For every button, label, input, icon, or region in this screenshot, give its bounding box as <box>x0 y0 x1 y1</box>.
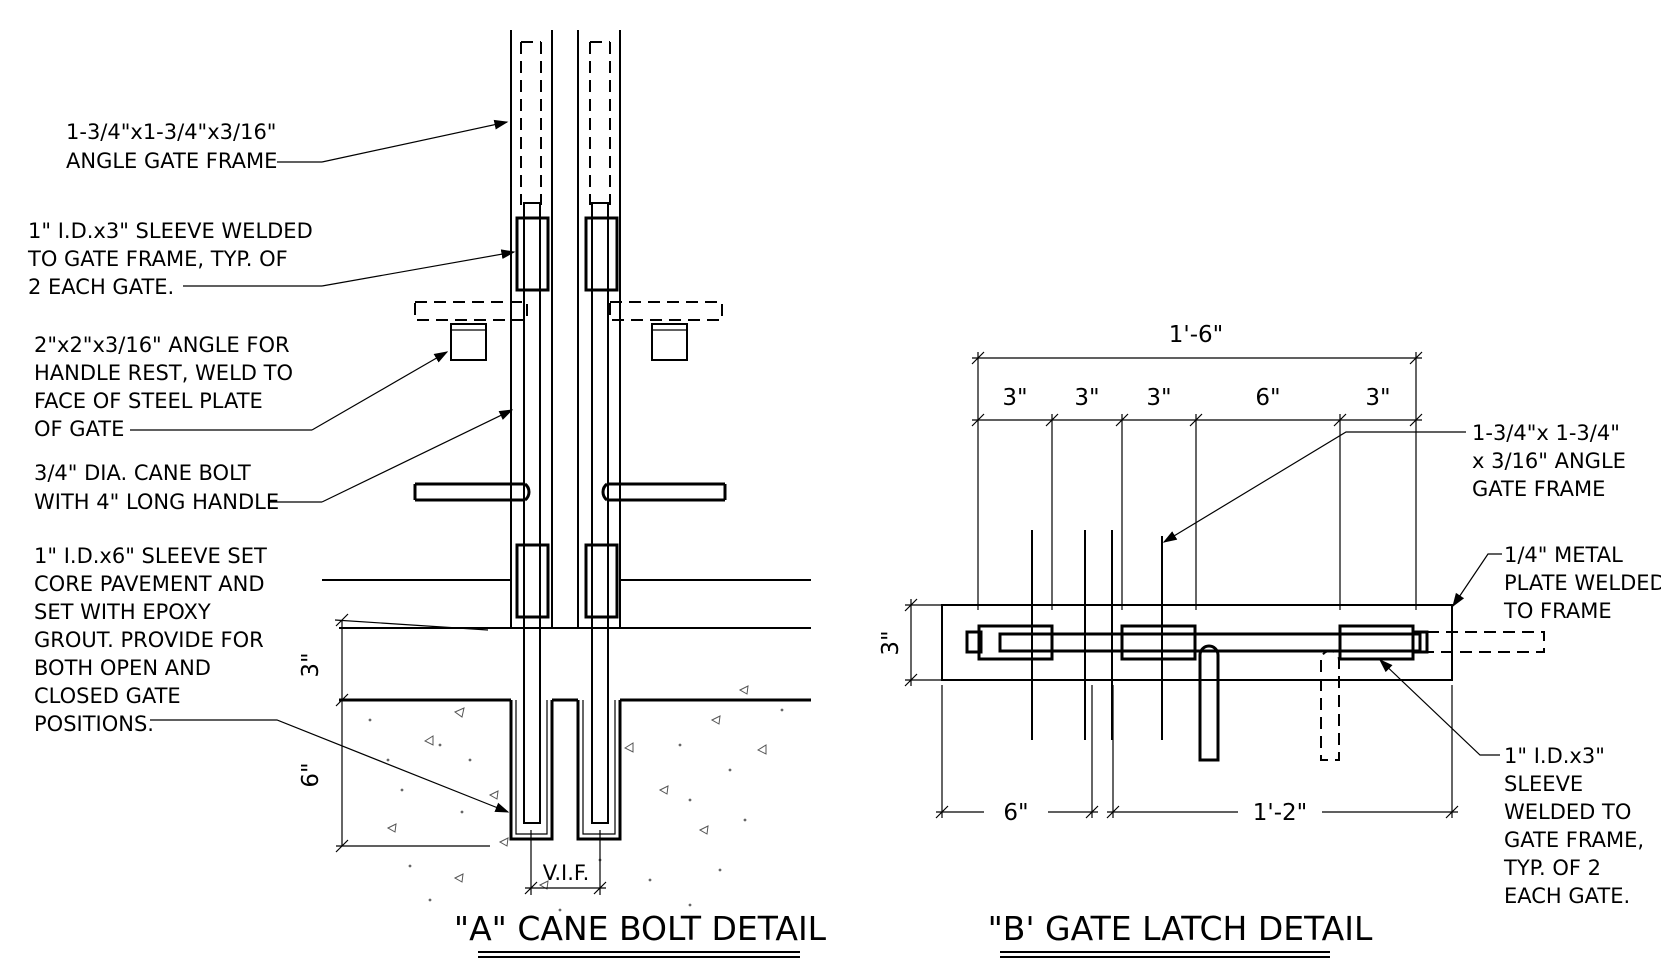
note-b-sleeve-line5: TYP. OF 2 <box>1503 856 1601 880</box>
note-b-plate-line1: 1/4" METAL <box>1504 543 1623 567</box>
dim-overall-label: 1'-6" <box>1169 322 1223 348</box>
note-b-sleeve-line2: SLEEVE <box>1504 772 1583 796</box>
note-b-sleeve-line4: GATE FRAME, <box>1504 828 1644 852</box>
concrete-hatch <box>368 685 784 912</box>
latch-bolt-rod <box>998 632 1422 653</box>
latch-tip <box>1411 630 1429 654</box>
core-hole-right <box>576 700 622 841</box>
detail-b-gate-latch: 1'-6" 3" 3" 3" 6" 3" <box>878 322 1661 958</box>
note-core-sleeve-line2: CORE PAVEMENT AND <box>34 572 265 596</box>
detail-b-title: "B' GATE LATCH DETAIL <box>988 909 1373 948</box>
handle-right <box>601 482 727 502</box>
dim-bottom: 6" 1'-2" <box>935 685 1459 826</box>
dim-height-label: 3" <box>878 630 904 655</box>
note-core-sleeve-line3: SET WITH EPOXY <box>34 600 211 624</box>
note-b-sleeve-line3: WELDED TO <box>1504 800 1631 824</box>
vif-label: V.I.F. <box>543 861 590 885</box>
note-handle-rest-line1: 2"x2"x3/16" ANGLE FOR <box>34 333 290 357</box>
note-core-sleeve-line7: POSITIONS. <box>34 712 154 736</box>
metal-plate <box>941 604 1453 681</box>
note-sleeve-line1: 1" I.D.x3" SLEEVE WELDED <box>28 219 313 243</box>
dim-seg-1: 3" <box>1002 385 1027 411</box>
dim-6-inch-label: 6" <box>298 762 324 787</box>
note-core-sleeve-line6: CLOSED GATE <box>34 684 181 708</box>
handle-rest-left <box>414 301 528 321</box>
dim-segments: 3" 3" 3" 6" 3" <box>971 385 1423 610</box>
dim-bottom-left-label: 6" <box>1003 800 1028 826</box>
note-core-sleeve-line5: BOTH OPEN AND <box>34 656 211 680</box>
note-b-sleeve-line6: EACH GATE. <box>1504 884 1630 908</box>
note-b-plate-line2: PLATE WELDED <box>1504 571 1661 595</box>
note-handle-rest-line2: HANDLE REST, WELD TO <box>34 361 293 385</box>
dim-vertical-a: 3" 6" <box>298 613 490 853</box>
note-cane-bolt-line2: WITH 4" LONG HANDLE <box>34 490 279 514</box>
note-core-sleeve-line1: 1" I.D.x6" SLEEVE SET <box>34 544 267 568</box>
upper-sleeve-left <box>515 216 550 292</box>
handle-left <box>413 482 531 502</box>
note-angle-frame-line2: ANGLE GATE FRAME <box>66 149 277 173</box>
note-handle-rest-line3: FACE OF STEEL PLATE <box>34 389 263 413</box>
note-sleeve-line2: TO GATE FRAME, TYP. OF <box>27 247 288 271</box>
lower-sleeve-left <box>515 543 550 619</box>
dim-bottom-right-label: 1'-2" <box>1253 800 1307 826</box>
cane-bolt-right <box>591 202 609 824</box>
detail-a-title: "A" CANE BOLT DETAIL <box>454 909 827 948</box>
upper-sleeve-right <box>584 216 619 292</box>
note-b-angle-line1: 1-3/4"x 1-3/4" <box>1472 421 1620 445</box>
note-b-angle-line2: x 3/16" ANGLE <box>1472 449 1626 473</box>
note-cane-bolt-line1: 3/4" DIA. CANE BOLT <box>34 461 251 485</box>
lower-sleeve-right <box>584 543 619 619</box>
dim-seg-3: 3" <box>1146 385 1171 411</box>
latch-bolt-end <box>965 630 983 654</box>
dim-seg-2: 3" <box>1074 385 1099 411</box>
cane-bolt-left <box>523 202 541 824</box>
dim-seg-5: 3" <box>1365 385 1390 411</box>
detail-a-cane-bolt: 3" 6" V.I.F. 1-3/4"x1-3/4"x3/16" ANGLE G… <box>27 30 827 958</box>
latch-handle <box>1198 644 1220 762</box>
dim-overall: 1'-6" <box>971 322 1423 610</box>
note-core-sleeve-line4: GROUT. PROVIDE FOR <box>34 628 264 652</box>
dim-vif: V.I.F. <box>524 830 607 895</box>
core-hole-left <box>509 700 554 841</box>
dim-height: 3" <box>878 598 942 687</box>
angle-frame-right <box>577 30 621 628</box>
note-angle-frame-line1: 1-3/4"x1-3/4"x3/16" <box>66 120 276 144</box>
handle-rest-right <box>609 301 723 321</box>
angle-frame-left <box>510 30 553 628</box>
latch-sleeve-2 <box>1120 624 1197 661</box>
latch-sleeve-1 <box>977 624 1054 661</box>
note-b-angle-line3: GATE FRAME <box>1472 477 1605 501</box>
dim-3-inch-label: 3" <box>298 652 324 677</box>
latch-sleeve-3 <box>1338 624 1415 661</box>
note-sleeve-line3: 2 EACH GATE. <box>28 275 174 299</box>
dim-seg-4: 6" <box>1255 385 1280 411</box>
note-handle-rest-line4: OF GATE <box>34 417 124 441</box>
note-b-plate-line3: TO FRAME <box>1503 599 1612 623</box>
note-b-sleeve-line1: 1" I.D.x3" <box>1504 744 1605 768</box>
